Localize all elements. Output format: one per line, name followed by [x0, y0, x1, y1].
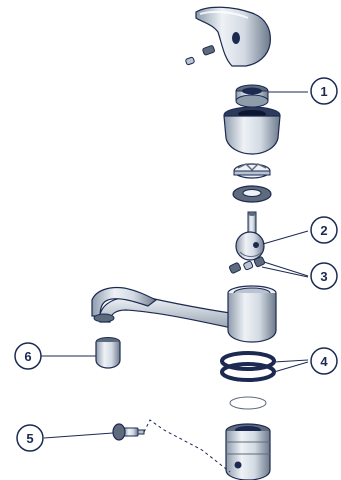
leader-lines	[40, 91, 309, 439]
o-rings	[220, 351, 276, 382]
valve-seals	[228, 256, 266, 274]
check-valve-dashed-path	[143, 419, 231, 473]
callout-4: 4	[310, 347, 338, 375]
callout-1-label: 1	[320, 84, 327, 99]
gasket	[232, 185, 272, 203]
callout-6: 6	[14, 342, 42, 370]
spout-collar	[227, 285, 277, 343]
callout-2: 2	[310, 216, 338, 244]
callout-5: 5	[16, 424, 44, 452]
cap-bonnet	[223, 106, 281, 155]
check-valve	[112, 423, 145, 441]
seal-disc	[233, 163, 271, 179]
valve-body	[225, 423, 271, 480]
lever-handle	[195, 6, 271, 67]
aerator	[95, 337, 121, 369]
handle-set-screw	[185, 45, 215, 66]
callout-6-label: 6	[24, 349, 31, 364]
washer	[229, 396, 267, 410]
callout-4-label: 4	[320, 354, 328, 369]
callout-3-label: 3	[320, 269, 327, 284]
spout	[91, 286, 255, 333]
adjusting-ring	[235, 84, 269, 108]
callout-3: 3	[310, 262, 338, 290]
ball-valve	[235, 231, 265, 261]
callout-2-label: 2	[320, 223, 327, 238]
callout-1: 1	[310, 77, 338, 105]
callout-5-label: 5	[26, 431, 33, 446]
